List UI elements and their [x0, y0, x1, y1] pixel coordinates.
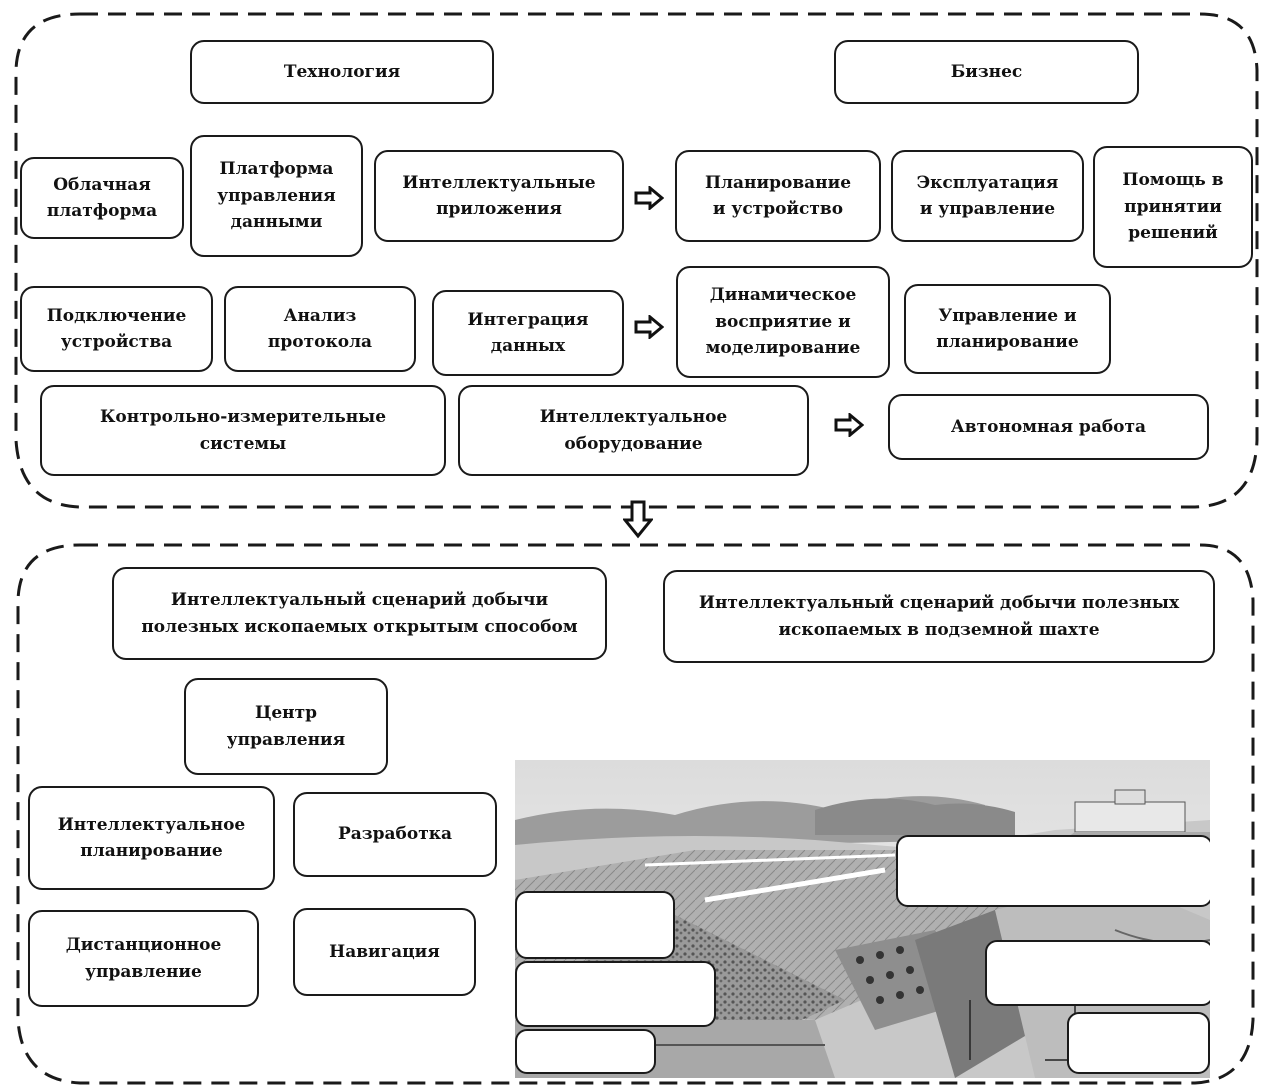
smart-equipment-box: Интеллектуальное оборудование [458, 385, 809, 476]
blank-label-box [515, 1029, 656, 1074]
control-planning-box: Управление и планирование [904, 284, 1111, 374]
technology-box: Технология [190, 40, 494, 104]
protocol-analysis-box: Анализ протокола [224, 286, 416, 372]
data-platform-box: Платформа управления данными [190, 135, 363, 257]
business-box: Бизнес [834, 40, 1139, 104]
arrow-right-icon [634, 186, 664, 210]
dynamic-perception-box: Динамическое восприятие и моделирование [676, 266, 890, 378]
instrumentation-box: Контрольно-измерительные системы [40, 385, 446, 476]
device-connection-box: Подключение устройства [20, 286, 213, 372]
underground-scenario-box: Интеллектуальный сценарий добычи полезны… [663, 570, 1215, 663]
decision-support-box: Помощь в принятии решений [1093, 146, 1253, 268]
arrow-right-icon [834, 413, 864, 437]
bottom-dashed-frame [16, 543, 1255, 1085]
blank-label-box [896, 835, 1210, 907]
blank-label-box [985, 940, 1210, 1006]
arrow-down-icon [623, 500, 653, 539]
navigation-box: Навигация [293, 908, 476, 996]
open-pit-scenario-box: Интеллектуальный сценарий добычи полезны… [112, 567, 607, 660]
autonomous-box: Автономная работа [888, 394, 1209, 460]
control-center-box: Центр управления [184, 678, 388, 775]
operations-box: Эксплуатация и управление [891, 150, 1084, 242]
blank-label-box [1067, 1012, 1210, 1074]
blank-label-box [515, 891, 675, 959]
top-dashed-frame [14, 12, 1259, 509]
smart-planning-box: Интеллектуальное планирование [28, 786, 275, 890]
cloud-platform-box: Облачная платформа [20, 157, 184, 239]
arrow-right-icon [634, 315, 664, 339]
planning-design-box: Планирование и устройство [675, 150, 881, 242]
data-integration-box: Интеграция данных [432, 290, 624, 376]
development-box: Разработка [293, 792, 497, 877]
remote-control-box: Дистанционное управление [28, 910, 259, 1007]
mine-illustration [515, 760, 1210, 1078]
smart-apps-box: Интеллектуальные приложения [374, 150, 624, 242]
blank-label-box [515, 961, 716, 1027]
